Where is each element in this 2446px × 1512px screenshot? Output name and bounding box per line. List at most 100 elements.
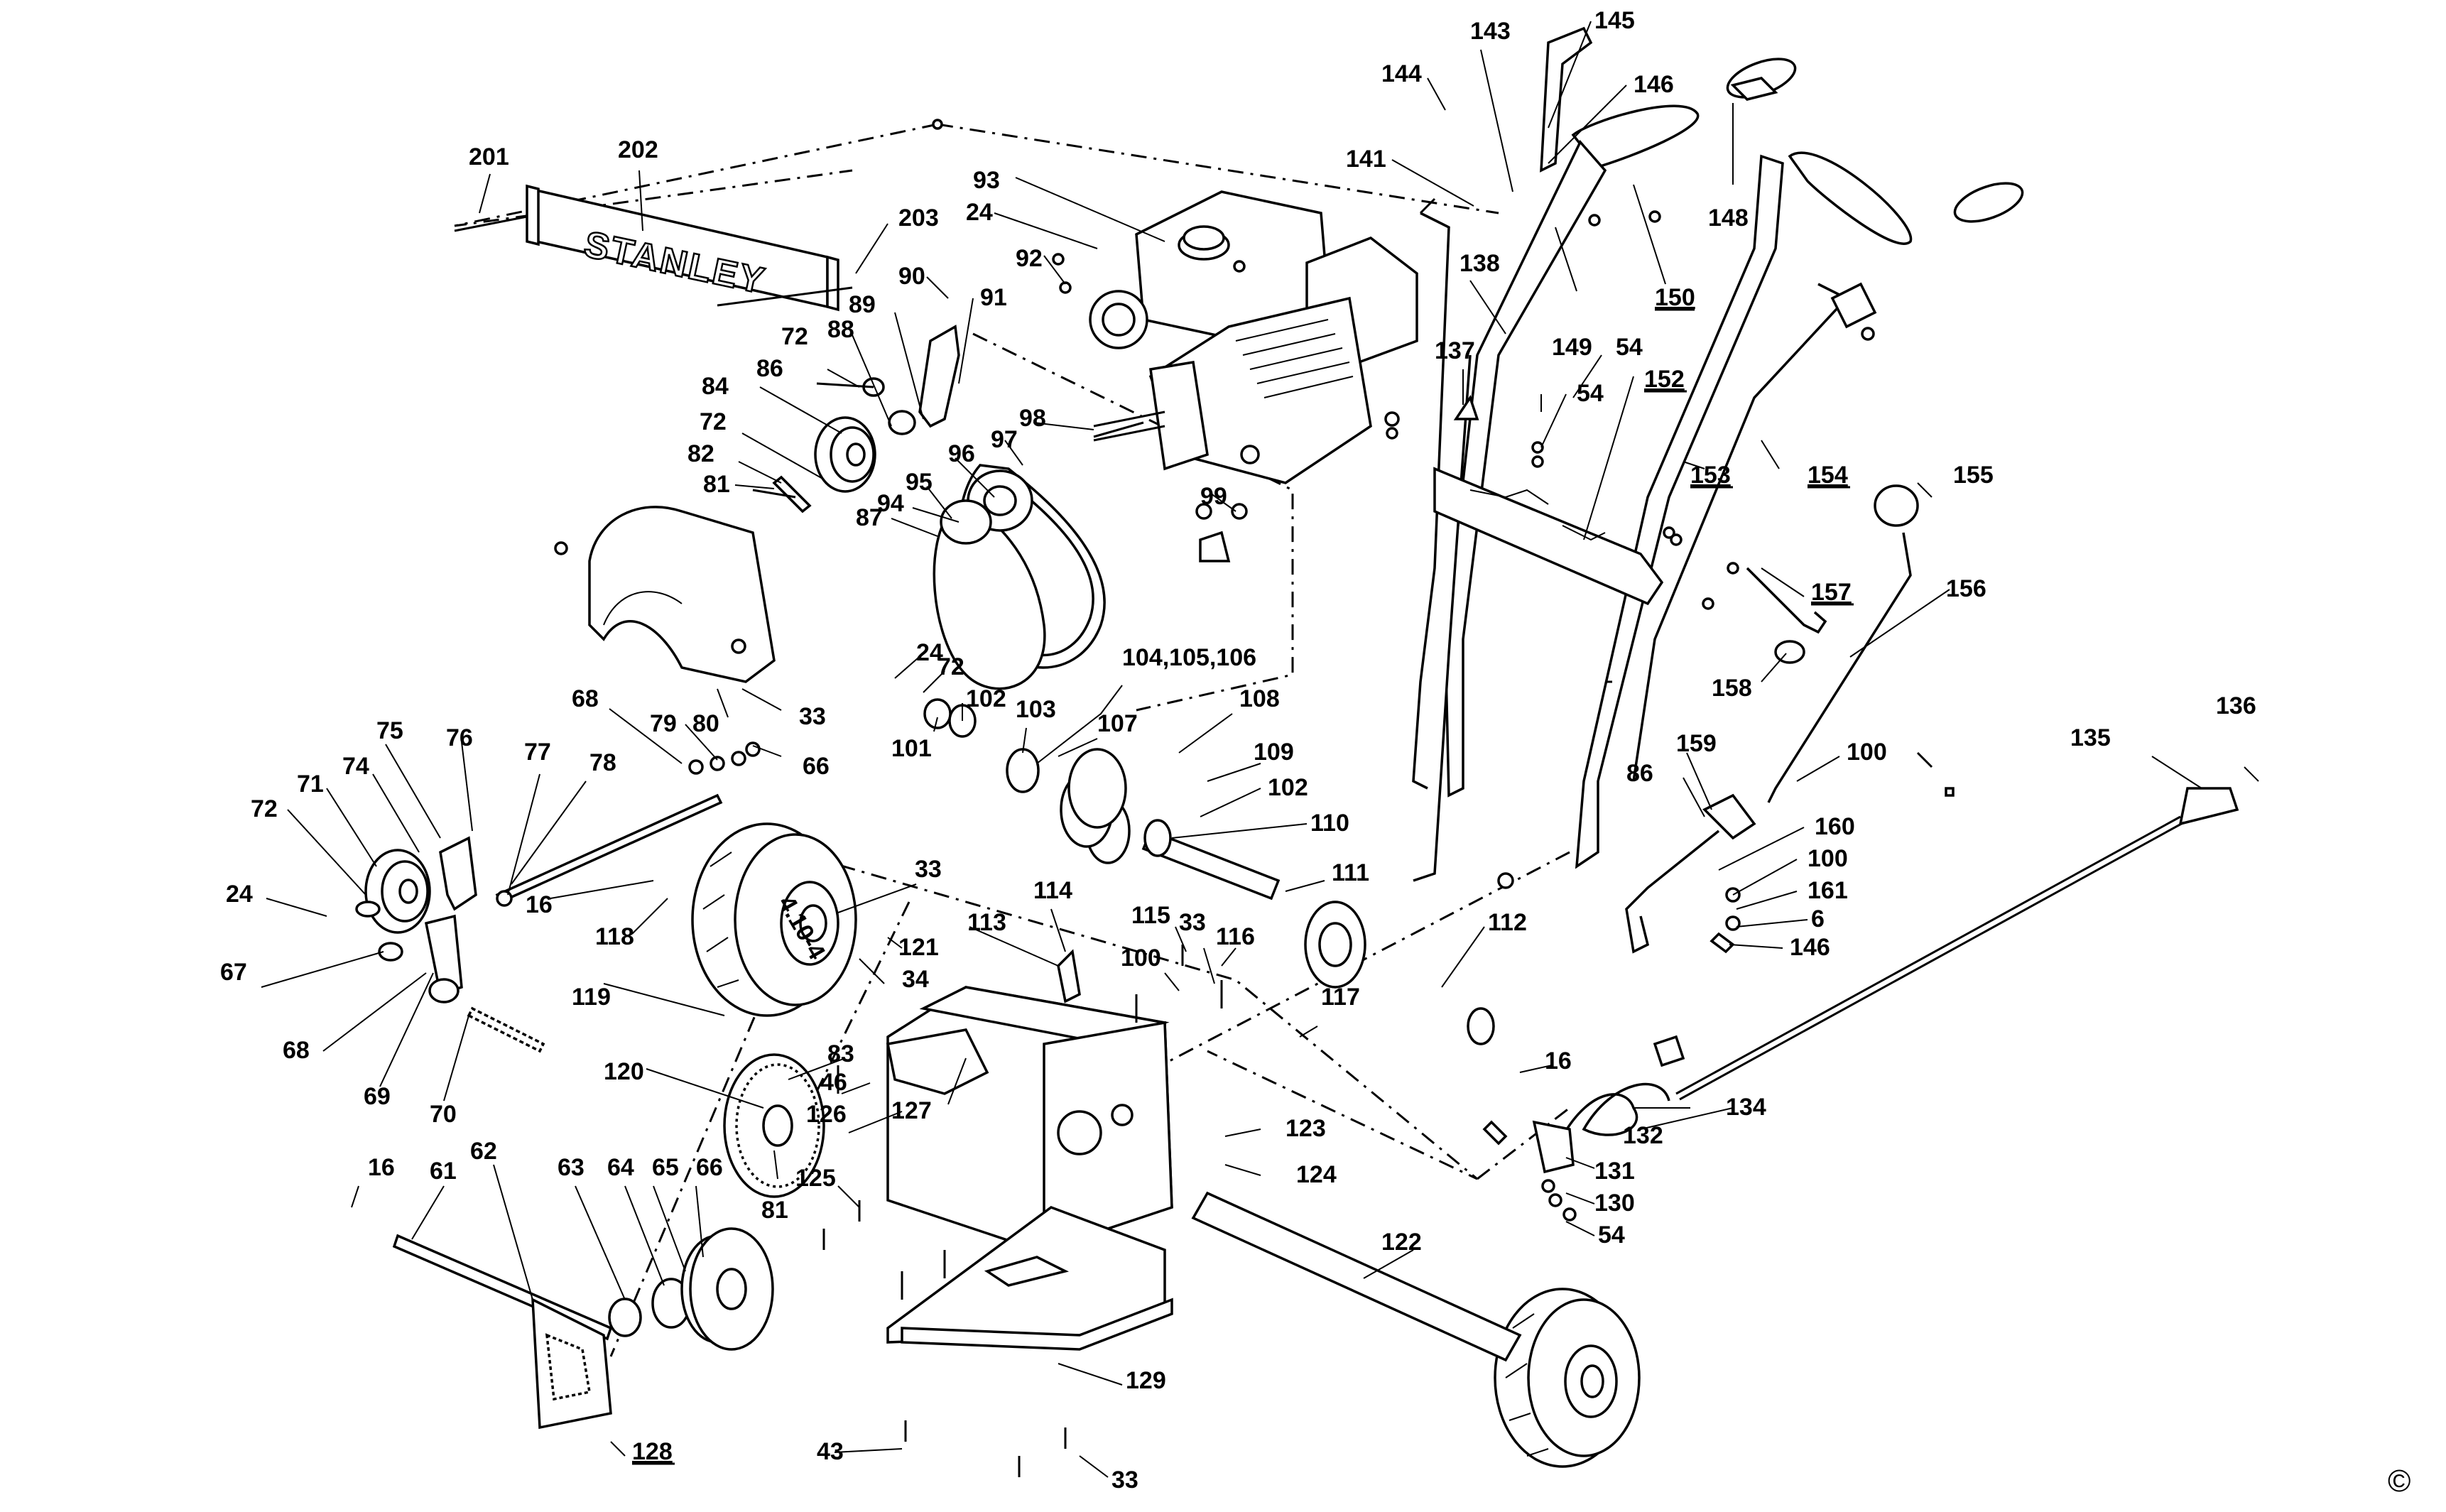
callout-103: 103: [1016, 696, 1056, 723]
callout-119: 119: [572, 984, 611, 1011]
callout-137: 137: [1435, 337, 1475, 364]
chassis-housing: [886, 949, 1173, 1351]
cross-brace: [1433, 467, 1664, 606]
callout-68-top: 68: [572, 685, 599, 712]
callout-70: 70: [430, 1101, 457, 1128]
auger-spiral: [1532, 1082, 1670, 1222]
callout-83: 83: [827, 1040, 854, 1067]
callout-113: 113: [967, 909, 1006, 936]
callout-94: 94: [877, 490, 904, 517]
callout-63: 63: [558, 1154, 585, 1181]
callout-77: 77: [524, 739, 551, 766]
drive-belts: [933, 421, 1144, 690]
callout-71: 71: [297, 771, 324, 798]
callout-136: 136: [2216, 692, 2256, 719]
callout-96: 96: [948, 440, 975, 467]
callout-99: 99: [1200, 483, 1227, 510]
callout-89: 89: [849, 291, 876, 318]
callout-66-top: 66: [803, 753, 830, 780]
callout-82: 82: [687, 440, 714, 467]
callout-81-bottom: 81: [761, 1197, 788, 1224]
callout-43: 43: [817, 1438, 844, 1465]
callout-134: 134: [1726, 1094, 1766, 1121]
callout-24-top: 24: [966, 199, 993, 226]
callout-153: 153: [1690, 462, 1731, 489]
callout-33-wheel: 33: [915, 856, 942, 883]
axle: [1191, 1191, 1522, 1362]
callout-116: 116: [1216, 923, 1255, 950]
callout-101: 101: [891, 735, 932, 762]
callout-109: 109: [1254, 739, 1294, 766]
callout-161: 161: [1808, 877, 1848, 904]
callout-62: 62: [470, 1138, 497, 1165]
callout-149: 149: [1552, 334, 1592, 361]
callout-67: 67: [220, 959, 247, 986]
callout-74: 74: [342, 753, 369, 780]
callout-78: 78: [589, 749, 616, 776]
callout-72-mid: 72: [700, 408, 727, 435]
callout-138: 138: [1460, 250, 1500, 277]
callout-143: 143: [1470, 18, 1511, 45]
callout-135: 135: [2070, 724, 2111, 751]
callout-102-top: 102: [966, 685, 1006, 712]
callout-65: 65: [652, 1154, 679, 1181]
callout-100-mid: 100: [1121, 945, 1161, 972]
callout-104-105-106: 104,105,106: [1122, 644, 1256, 671]
callout-111: 111: [1332, 859, 1369, 886]
callout-132: 132: [1623, 1122, 1663, 1149]
callout-158: 158: [1712, 675, 1752, 702]
callout-115: 115: [1131, 902, 1170, 929]
engine: [1089, 190, 1418, 484]
callout-146-right: 146: [1790, 934, 1830, 961]
callout-92: 92: [1016, 245, 1043, 272]
callout-84: 84: [702, 373, 729, 400]
callout-33-bottom: 33: [1111, 1467, 1138, 1494]
callout-91: 91: [980, 284, 1007, 311]
callout-86-left: 86: [756, 355, 783, 382]
callout-124: 124: [1296, 1161, 1337, 1188]
callout-88: 88: [827, 316, 854, 343]
callout-120: 120: [604, 1058, 644, 1085]
callout-80: 80: [692, 710, 719, 737]
callout-72-top: 72: [781, 323, 808, 350]
callout-66-bottom: 66: [696, 1154, 723, 1181]
callout-68-mid: 68: [283, 1037, 310, 1064]
callout-117: 117: [1321, 984, 1360, 1011]
callout-16-bottom: 16: [368, 1154, 395, 1181]
callout-121: 121: [898, 934, 939, 961]
callout-141: 141: [1346, 146, 1386, 173]
callout-130: 130: [1594, 1190, 1635, 1217]
callout-128: 128: [632, 1438, 673, 1465]
callout-122: 122: [1381, 1229, 1422, 1256]
callout-labels: 201 202 203 93 24 92 90 91 89 72 88 86 8…: [220, 7, 2256, 1494]
callout-112: 112: [1488, 909, 1527, 936]
callout-203: 203: [898, 205, 939, 232]
callout-159: 159: [1676, 730, 1717, 757]
belt-cover: [554, 506, 776, 683]
callout-33-mid: 33: [1179, 909, 1206, 936]
callout-129: 129: [1126, 1367, 1166, 1394]
callout-126: 126: [806, 1101, 847, 1128]
callout-46: 46: [820, 1069, 847, 1096]
callout-72-left: 72: [251, 795, 278, 822]
shift-linkage: [1625, 793, 1756, 954]
callout-86-right: 86: [1626, 760, 1653, 787]
callout-154: 154: [1808, 462, 1848, 489]
callout-54-top: 54: [1616, 334, 1643, 361]
callout-90: 90: [898, 263, 925, 290]
callout-54-mid: 54: [1577, 380, 1604, 407]
callout-33-cover: 33: [799, 703, 826, 730]
impeller-assembly: [392, 1227, 774, 1430]
left-wheel: 4.10-4: [691, 822, 857, 1017]
callout-110: 110: [1310, 810, 1349, 837]
callout-152: 152: [1644, 366, 1685, 393]
copyright-symbol: ©: [2388, 1464, 2410, 1499]
callout-160: 160: [1815, 813, 1855, 840]
callout-123: 123: [1285, 1115, 1326, 1142]
shift-rod: [1746, 484, 1919, 803]
control-rod: [1675, 787, 2239, 1101]
idler-pulley: [752, 325, 960, 513]
callout-16-left: 16: [526, 891, 553, 918]
callout-150: 150: [1655, 284, 1695, 311]
